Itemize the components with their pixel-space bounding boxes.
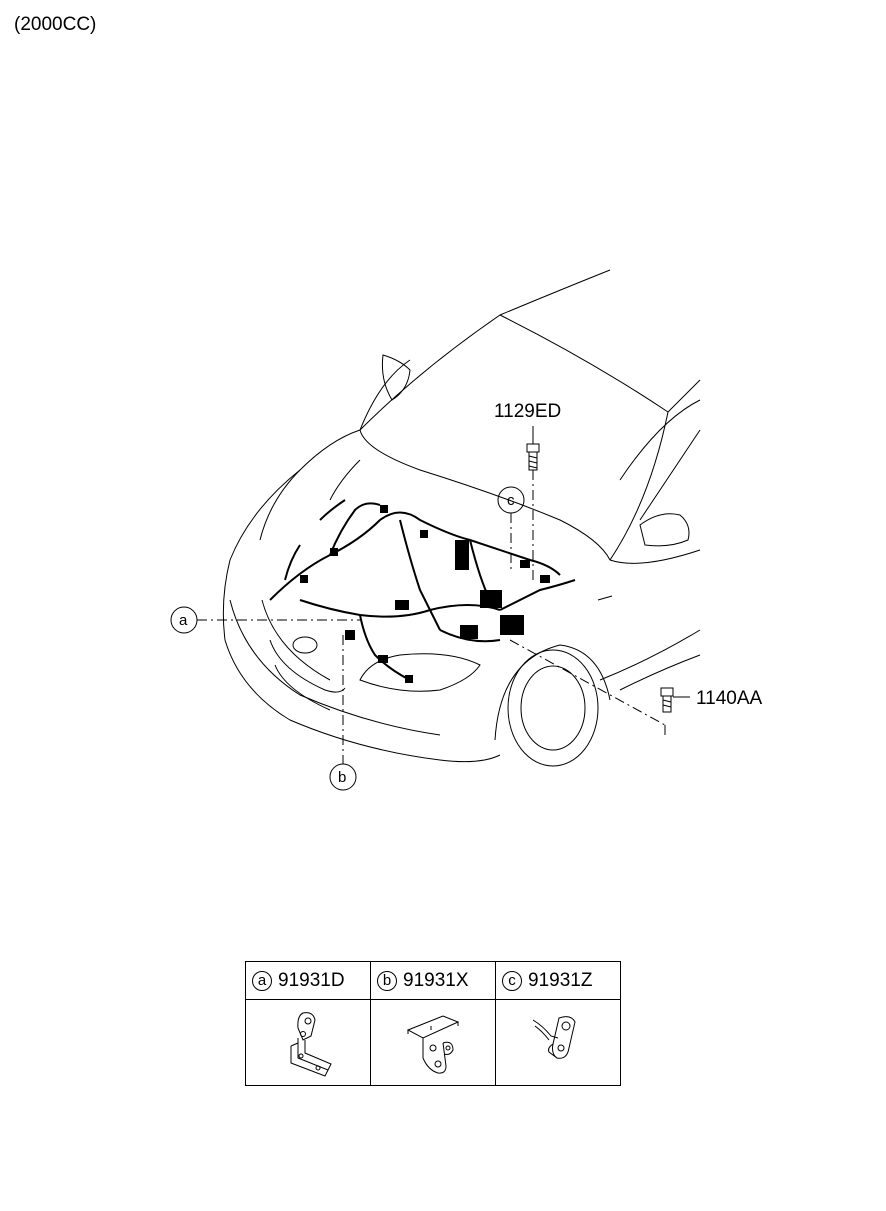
clip-c-icon <box>532 1015 576 1059</box>
bracket-b-icon <box>406 1014 460 1074</box>
callout-b <box>329 763 357 791</box>
legend-column-c: c 91931Z <box>496 962 620 1085</box>
harness-connectors <box>300 505 550 683</box>
car-body-outline <box>222 269 701 767</box>
legend-header-c: c 91931Z <box>496 962 620 1000</box>
wiring-harness <box>269 499 576 681</box>
engine-label: (2000CC) <box>14 14 97 35</box>
legend-code-b: 91931X <box>403 969 469 991</box>
legend-header-a: a 91931D <box>246 962 370 1000</box>
car-wiring-diagram: a b c 1129ED 1140AA <box>170 269 763 791</box>
callout-c <box>497 486 525 514</box>
legend-letter-c: c <box>502 970 522 991</box>
part-label-1140aa: 1140AA <box>696 688 763 709</box>
callout-b-label: b <box>338 769 346 786</box>
legend-column-b: b 91931X <box>371 962 496 1085</box>
callout-a <box>170 606 198 634</box>
parts-legend-table: a 91931D b 91931X <box>245 961 621 1086</box>
part-label-1129ed: 1129ED <box>494 401 561 422</box>
callout-a-label: a <box>179 612 188 629</box>
legend-header-b: b 91931X <box>371 962 495 1000</box>
bolt-1129ed-icon <box>526 426 540 471</box>
legend-letter-a: a <box>252 970 272 991</box>
leader-lines <box>197 470 666 764</box>
legend-column-a: a 91931D <box>246 962 371 1085</box>
callout-c-label: c <box>507 492 515 509</box>
legend-letter-b: b <box>377 970 397 991</box>
legend-code-a: 91931D <box>278 969 345 991</box>
bolt-1140aa-icon <box>660 687 690 713</box>
bracket-a-icon <box>290 1011 332 1077</box>
legend-code-c: 91931Z <box>528 969 593 991</box>
